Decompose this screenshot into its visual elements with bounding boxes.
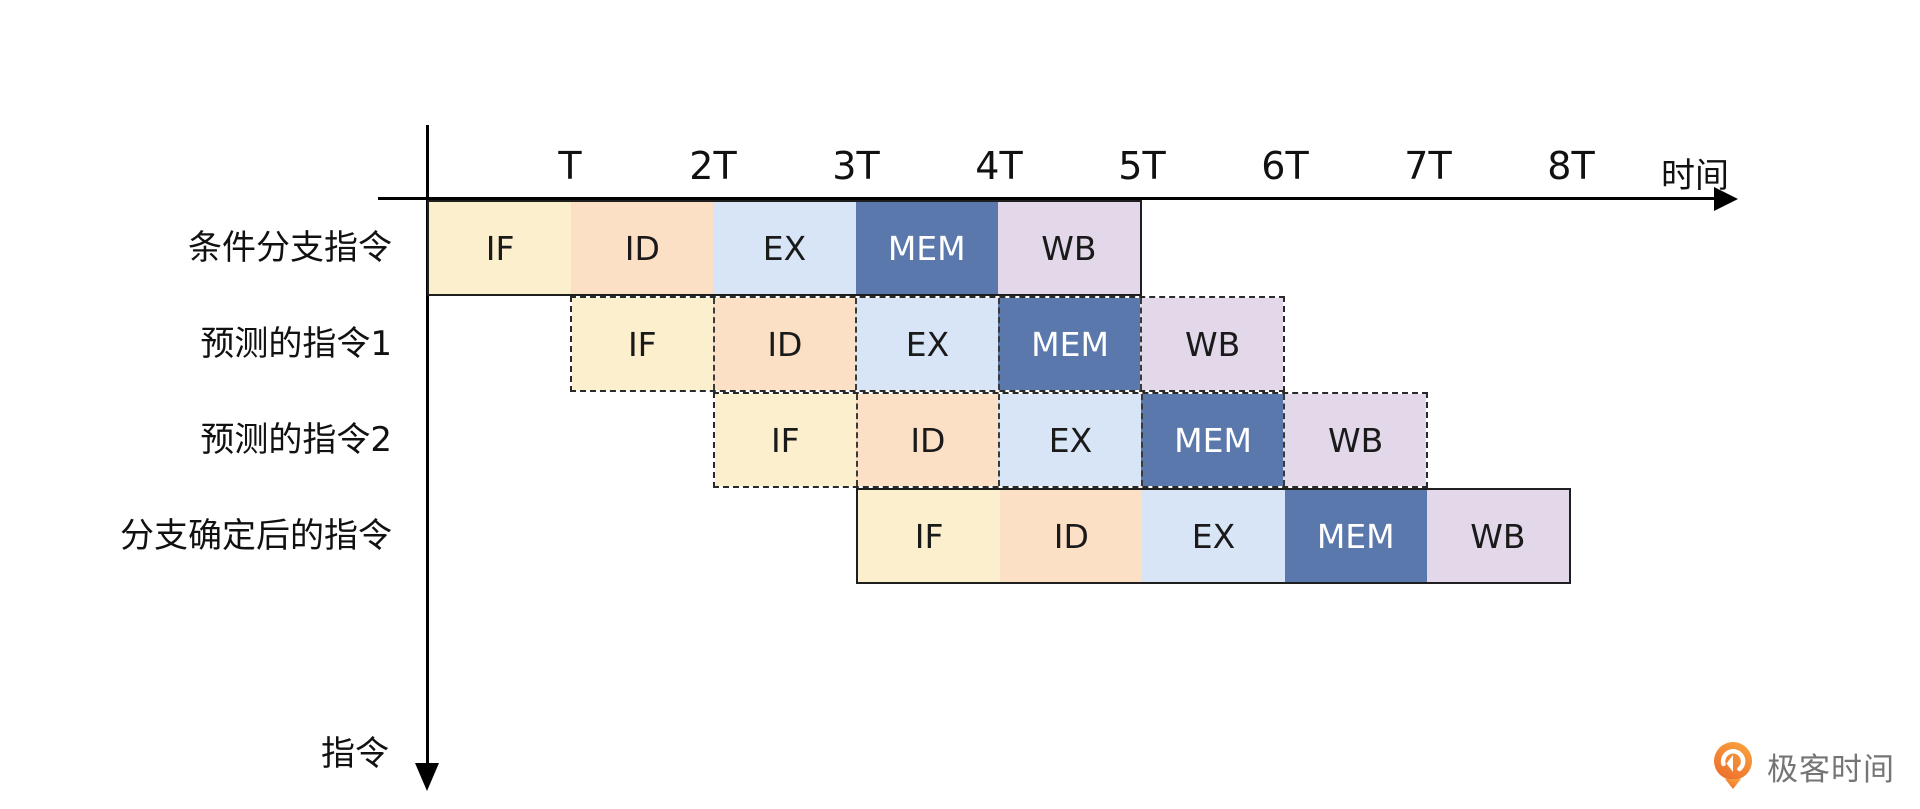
tick-label-2T: 2T xyxy=(689,144,737,188)
stage-cell-IF: IF xyxy=(572,298,713,390)
stage-cell-IF: IF xyxy=(715,394,856,486)
tick-label-T: T xyxy=(558,144,582,188)
instruction-axis-label: 指令 xyxy=(321,734,389,774)
geektime-clock-icon xyxy=(1714,742,1752,789)
stage-cell-ID: ID xyxy=(855,394,999,486)
stage-cell-WB: WB xyxy=(1140,298,1283,390)
geektime-logo-text: 极客时间 xyxy=(1767,751,1895,788)
stage-cell-ID: ID xyxy=(712,298,856,390)
stage-cell-MEM: MEM xyxy=(855,202,998,294)
tick-label-5T: 5T xyxy=(1118,144,1166,188)
time-axis-line xyxy=(378,197,1718,200)
stage-cell-ID: ID xyxy=(571,202,714,294)
stage-cell-WB: WB xyxy=(997,202,1141,294)
tick-label-7T: 7T xyxy=(1404,144,1452,188)
time-axis-label: 时间 xyxy=(1661,156,1729,196)
stage-cell-EX: EX xyxy=(998,394,1141,486)
stage-cell-EX: EX xyxy=(713,202,856,294)
row-label-3: 预测的指令2 xyxy=(200,420,392,460)
stage-cell-IF: IF xyxy=(429,202,572,294)
row-label-2: 预测的指令1 xyxy=(200,324,392,364)
stage-cell-WB: WB xyxy=(1426,490,1570,582)
tick-label-8T: 8T xyxy=(1547,144,1595,188)
instruction-axis-line xyxy=(426,125,429,765)
row-label-1: 条件分支指令 xyxy=(188,228,392,268)
stage-cell-MEM: MEM xyxy=(997,298,1141,390)
instruction-axis-arrow-icon xyxy=(415,763,439,791)
stage-cell-IF: IF xyxy=(858,490,1001,582)
stage-cell-EX: EX xyxy=(1142,490,1285,582)
row-label-4: 分支确定后的指令 xyxy=(120,516,392,556)
time-axis-arrow-icon xyxy=(1714,187,1738,211)
geektime-logo: 极客时间 xyxy=(1712,741,1895,791)
stage-cell-MEM: MEM xyxy=(1284,490,1427,582)
stage-cell-ID: ID xyxy=(1000,490,1143,582)
stage-cell-EX: EX xyxy=(855,298,998,390)
tick-label-3T: 3T xyxy=(832,144,880,188)
tick-label-6T: 6T xyxy=(1261,144,1309,188)
tick-label-4T: 4T xyxy=(975,144,1023,188)
stage-cell-WB: WB xyxy=(1283,394,1426,486)
stage-cell-MEM: MEM xyxy=(1140,394,1284,486)
